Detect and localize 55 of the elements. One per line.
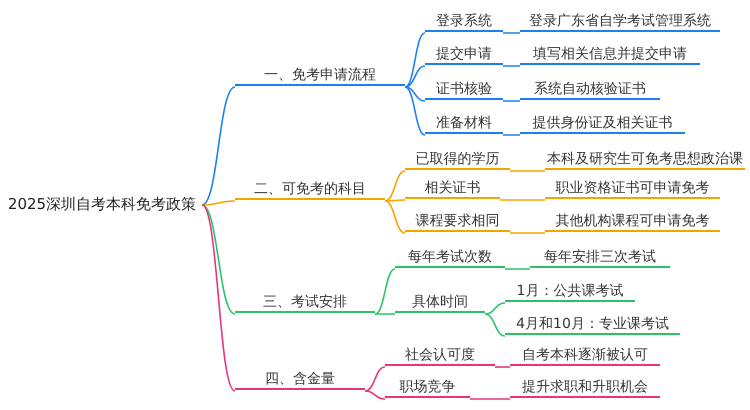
- topic-node: 1月：公共课考试: [505, 282, 635, 302]
- connector-line: [503, 65, 520, 67]
- topic-node: 提供身份证及相关证书: [520, 114, 685, 134]
- connector-line: [201, 204, 236, 392]
- connector-line: [202, 200, 236, 206]
- topic-node: 已取得的学历: [405, 150, 510, 170]
- topic-node: 具体时间: [395, 293, 485, 313]
- connector-line: [510, 232, 545, 234]
- connector-line: [404, 86, 426, 136]
- connector-line: [484, 313, 506, 337]
- connector-line: [202, 86, 236, 206]
- topic-node: 课程要求相同: [405, 212, 510, 232]
- topic-node: 登录广东省自学考试管理系统: [520, 12, 720, 32]
- topic-node: 准备材料: [425, 114, 503, 134]
- connector-line: [385, 199, 405, 202]
- topic-node: 职场竞争: [385, 378, 470, 398]
- connector-line: [364, 366, 386, 392]
- topic-node: 登录系统: [425, 12, 503, 32]
- connector-line: [503, 100, 520, 102]
- topic-node: 社会认可度: [385, 346, 495, 366]
- topic-node: 提交申请: [425, 45, 503, 65]
- topic-node: 一、免考申请流程: [235, 66, 405, 86]
- topic-node: 每年安排三次考试: [530, 248, 670, 268]
- topic-node: 四、含金量: [235, 370, 365, 390]
- connector-line: [375, 313, 395, 315]
- connector-line: [404, 65, 426, 88]
- topic-node: 自考本科逐渐被认可: [510, 346, 660, 366]
- connector-line: [505, 268, 530, 270]
- topic-node: 系统自动核验证书: [520, 80, 660, 100]
- connector-line: [495, 366, 510, 368]
- connector-line: [484, 302, 506, 315]
- connector-line: [374, 268, 396, 315]
- connector-line: [404, 32, 426, 88]
- connector-line: [364, 390, 386, 400]
- connector-line: [384, 200, 406, 234]
- connector-line: [202, 204, 236, 315]
- connector-line: [404, 86, 426, 102]
- topic-node: 证书核验: [425, 80, 503, 100]
- topic-node: 职业资格证书可申请免考: [545, 179, 720, 199]
- topic-node: 填写相关信息并提交申请: [520, 45, 700, 65]
- connector-line: [503, 134, 520, 136]
- connector-line: [384, 170, 406, 202]
- connector-line: [510, 170, 545, 172]
- topic-node: 提升求职和升职机会: [510, 378, 660, 398]
- connector-line: [470, 398, 510, 400]
- topic-node: 相关证书: [405, 179, 500, 199]
- topic-node: 4月和10月：专业课考试: [505, 315, 680, 335]
- topic-node: 二、可免考的科目: [235, 180, 385, 200]
- topic-node: 每年考试次数: [395, 248, 505, 268]
- topic-node: 三、考试安排: [235, 293, 375, 313]
- central-topic: 2025深圳自考本科免考政策: [2, 195, 202, 215]
- connector-line: [503, 32, 520, 34]
- topic-node: 其他机构课程可申请免考: [545, 212, 720, 232]
- topic-node: 本科及研究生可免考思想政治课: [545, 150, 745, 170]
- connector-line: [500, 199, 545, 201]
